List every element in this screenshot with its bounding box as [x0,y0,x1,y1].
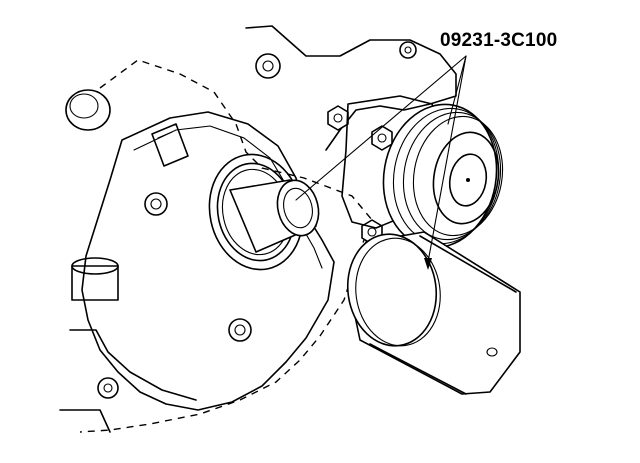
crankshaft-snout [229,179,320,253]
hex-bolt-middle [371,125,393,151]
timing-cover-body [81,111,335,411]
cover-bolt-boss-left [144,192,168,216]
lower-left-boss [71,257,119,301]
bottom-bolt-boss [97,377,119,399]
upper-housing [245,25,457,151]
engine-block-outline [79,59,373,433]
cover-bolt-boss-lower [228,318,252,342]
seal-installer-tool [346,231,521,395]
lower-block-edge [59,329,197,433]
upper-bolt-boss-right [399,41,417,59]
water-pump-pulley [382,103,504,249]
part-number-label: 09231-3C100 [440,30,558,51]
upper-bolt-boss [255,53,281,79]
upper-left-boss [65,89,111,131]
hex-bolt-upper [327,105,349,131]
callout-leaders [295,55,467,270]
cover-tab [151,123,189,167]
